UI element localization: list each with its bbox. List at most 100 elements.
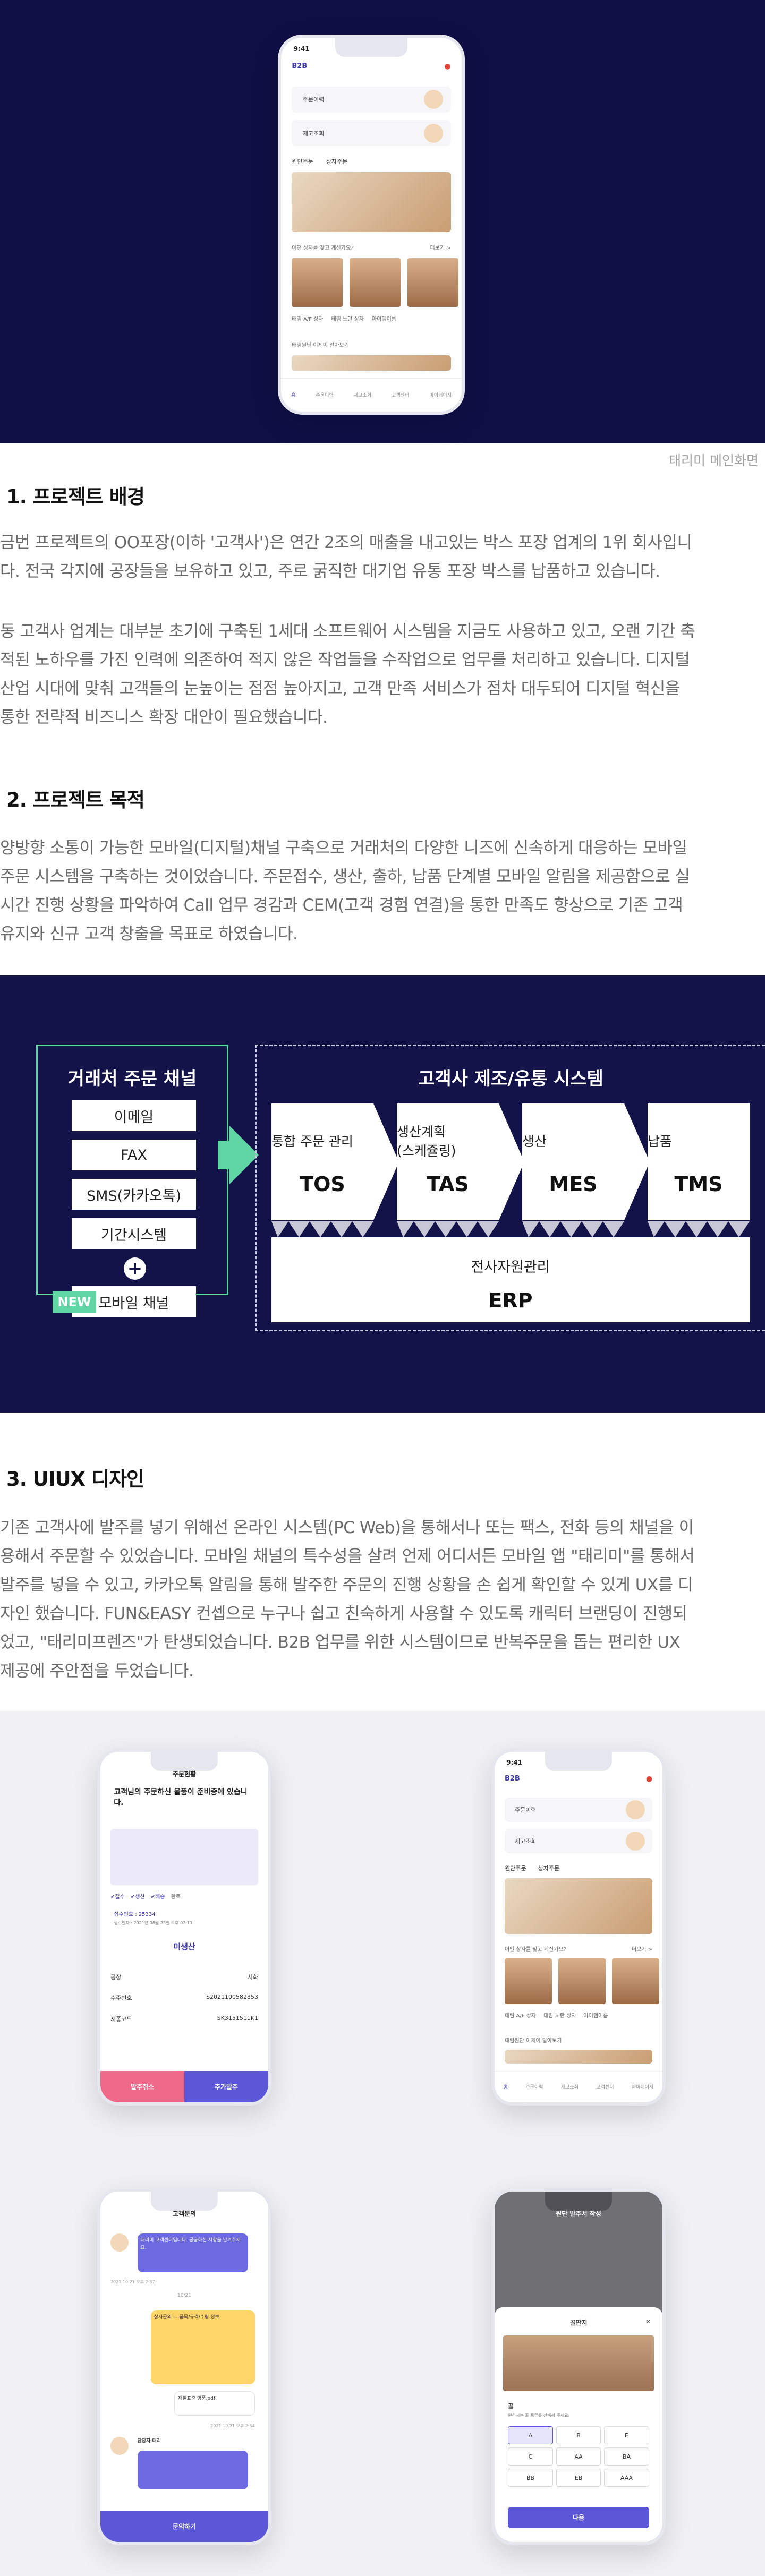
footer-banner [292, 355, 451, 371]
order-status-value: 미생산 [173, 1942, 196, 1952]
footer-row: 태림원단 이제이 알아보기 [292, 340, 450, 348]
flute-option[interactable]: EB [556, 2469, 601, 2487]
order-number: 접수번호 : 25334 [114, 1912, 156, 1918]
order-history-label: 주문이력 [302, 96, 325, 104]
status-time: 9:41 [293, 45, 310, 53]
section3-title: 3. UIUX 디자인 [6, 1468, 144, 1491]
message-time: 2021.10.21 오후 2:37 [110, 2280, 155, 2284]
agent-name: 담당자 태리 [137, 2438, 162, 2444]
footer-text: 태림원단 이제이 알아보기 [292, 343, 349, 349]
agent-message [137, 2451, 249, 2489]
order-type-row: 원단주문 상자주문 [505, 1864, 652, 1872]
character-icon [626, 1832, 645, 1851]
chevron-right-icon [499, 1103, 524, 1220]
flute-option[interactable]: C [508, 2447, 553, 2466]
bell-icon[interactable]: ● [645, 1774, 653, 1783]
screen-title: 주문현황 [172, 1770, 197, 1778]
detail-value: 시화 [247, 1973, 259, 1981]
character-icon [423, 123, 443, 143]
product-thumb[interactable] [350, 258, 401, 307]
reorder-button[interactable]: 추가발주 [184, 2070, 268, 2102]
product-thumb[interactable] [504, 1958, 552, 2005]
product-list [504, 1958, 662, 2005]
section1-para1-line: 금번 프로젝트의 OO포장(이하 '고객사')은 연간 2조의 매출을 내고있는… [0, 533, 692, 552]
chevron-right-icon [373, 1103, 399, 1220]
order-history-label: 주문이력 [514, 1806, 537, 1813]
flute-option[interactable]: AA [556, 2447, 601, 2466]
step-production: ✔생산 [130, 1894, 145, 1900]
tab-stock[interactable]: 재고조회 [353, 393, 371, 399]
tab-history[interactable]: 주문이력 [525, 2085, 543, 2091]
system-tos: 통합 주문 관리 TOS [271, 1103, 373, 1220]
flute-option[interactable]: BA [604, 2447, 649, 2466]
detail-key: 공장 [110, 1973, 122, 1981]
phone-notch [545, 1752, 613, 1771]
tab-home[interactable]: 홈 [503, 2085, 508, 2091]
system-name: 통합 주문 관리 [271, 1123, 373, 1161]
system-code: MES [549, 1173, 598, 1196]
system-mes: 생산 MES [522, 1103, 624, 1220]
product-thumb[interactable] [407, 258, 458, 307]
product-label: 태림 노란 상자 [331, 316, 364, 322]
channel-email: 이메일 [72, 1100, 196, 1131]
promo-banner[interactable] [504, 1878, 653, 1935]
channel-legacy: 기간시스템 [72, 1218, 196, 1249]
tab-support[interactable]: 고객센터 [596, 2085, 614, 2091]
order-history-card[interactable]: 주문이력 [292, 86, 451, 113]
next-button[interactable]: 다음 [508, 2507, 649, 2528]
tab-history[interactable]: 주문이력 [316, 393, 334, 399]
product-thumb[interactable] [611, 1958, 660, 2005]
section1-title: 1. 프로젝트 배경 [6, 485, 145, 508]
user-message: 상자문의 — 품목/규격/수량 정보 [150, 2310, 255, 2384]
flute-option[interactable]: BB [508, 2469, 553, 2487]
tab-mypage[interactable]: 마이페이지 [631, 2085, 654, 2091]
box-search-title: 어떤 상자를 찾고 계신가요? [504, 1947, 566, 1953]
promo-banner[interactable] [292, 172, 451, 233]
inquiry-button[interactable]: 문의하기 [100, 2510, 268, 2542]
tab-stock[interactable]: 재고조회 [560, 2085, 579, 2091]
flute-option[interactable]: AAA [604, 2469, 649, 2487]
box-order-link[interactable]: 상자주문 [326, 158, 348, 166]
box-order-link[interactable]: 상자주문 [538, 1865, 560, 1872]
close-icon[interactable]: ✕ [645, 2317, 651, 2325]
flute-option[interactable]: A [508, 2426, 553, 2445]
fabric-order-link[interactable]: 원단주문 [504, 1865, 526, 1872]
cancel-order-button[interactable]: 발주취소 [100, 2070, 184, 2102]
product-thumb[interactable] [558, 1958, 606, 2005]
flute-option[interactable]: E [604, 2426, 649, 2445]
footer-text: 태림원단 이제이 알아보기 [504, 2038, 562, 2044]
app-logo: B2B [292, 62, 308, 70]
system-name-line: 납품 [648, 1134, 673, 1149]
manufacturing-system-box: 고객사 제조/유통 시스템 통합 주문 관리 TOS 생산계획(스케쥴링) TA… [255, 1045, 765, 1331]
step-shipping: ✔배송 [150, 1894, 165, 1900]
file-attachment[interactable]: 재질표준 명품.pdf [174, 2391, 255, 2416]
product-thumb[interactable] [292, 258, 343, 307]
bell-icon[interactable]: ● [444, 62, 451, 71]
system-name-line2: (스케쥴링) [397, 1143, 456, 1159]
fabric-order-link[interactable]: 원단주문 [292, 158, 313, 166]
connector-zigzag [522, 1221, 624, 1237]
order-history-card[interactable]: 주문이력 [504, 1797, 653, 1822]
screen-gallery: 주문현황 고객님의 주문하신 물품이 준비중에 있습니다. ✔접수 ✔생산 ✔배… [0, 1711, 765, 2576]
stock-card[interactable]: 재고조회 [504, 1829, 653, 1854]
product-label: 아이템이름 [371, 316, 396, 322]
more-link[interactable]: 더보기 > [631, 1947, 653, 1953]
flute-option[interactable]: B [556, 2426, 601, 2445]
product-label: 아이템이름 [583, 2013, 608, 2019]
erp-code: ERP [488, 1289, 533, 1312]
section3-para-line: 발주를 넣을 수 있고, 카카오톡 알림을 통해 발주한 주문의 진행 상황을 … [0, 1576, 693, 1595]
section2-para-line: 시간 진행 상황을 파악하여 Call 업무 경감과 CEM(고객 경험 연결)… [0, 896, 683, 915]
system-erp: 전사자원관리 ERP [271, 1237, 750, 1322]
tab-home[interactable]: 홈 [291, 393, 296, 399]
section3-para-line: 었고, "태리미프렌즈"가 탄생되었습니다. B2B 업무를 위한 시스템이므로… [0, 1633, 681, 1652]
phone-notch [335, 38, 407, 57]
tab-mypage[interactable]: 마이페이지 [429, 393, 452, 399]
more-link[interactable]: 더보기 > [430, 245, 451, 252]
hero-section: 9:41 B2B ● 주문이력 재고조회 원단주문 상자주문 어떤 상자를 찾고… [0, 0, 765, 443]
stock-card[interactable]: 재고조회 [292, 119, 451, 147]
tab-support[interactable]: 고객센터 [392, 393, 410, 399]
flute-options: A B E C AA BA BB EB AAA [508, 2426, 649, 2487]
order-channels-box: 거래처 주문 채널 이메일 FAX SMS(카카오톡) 기간시스템 + 모바일 … [36, 1045, 228, 1317]
